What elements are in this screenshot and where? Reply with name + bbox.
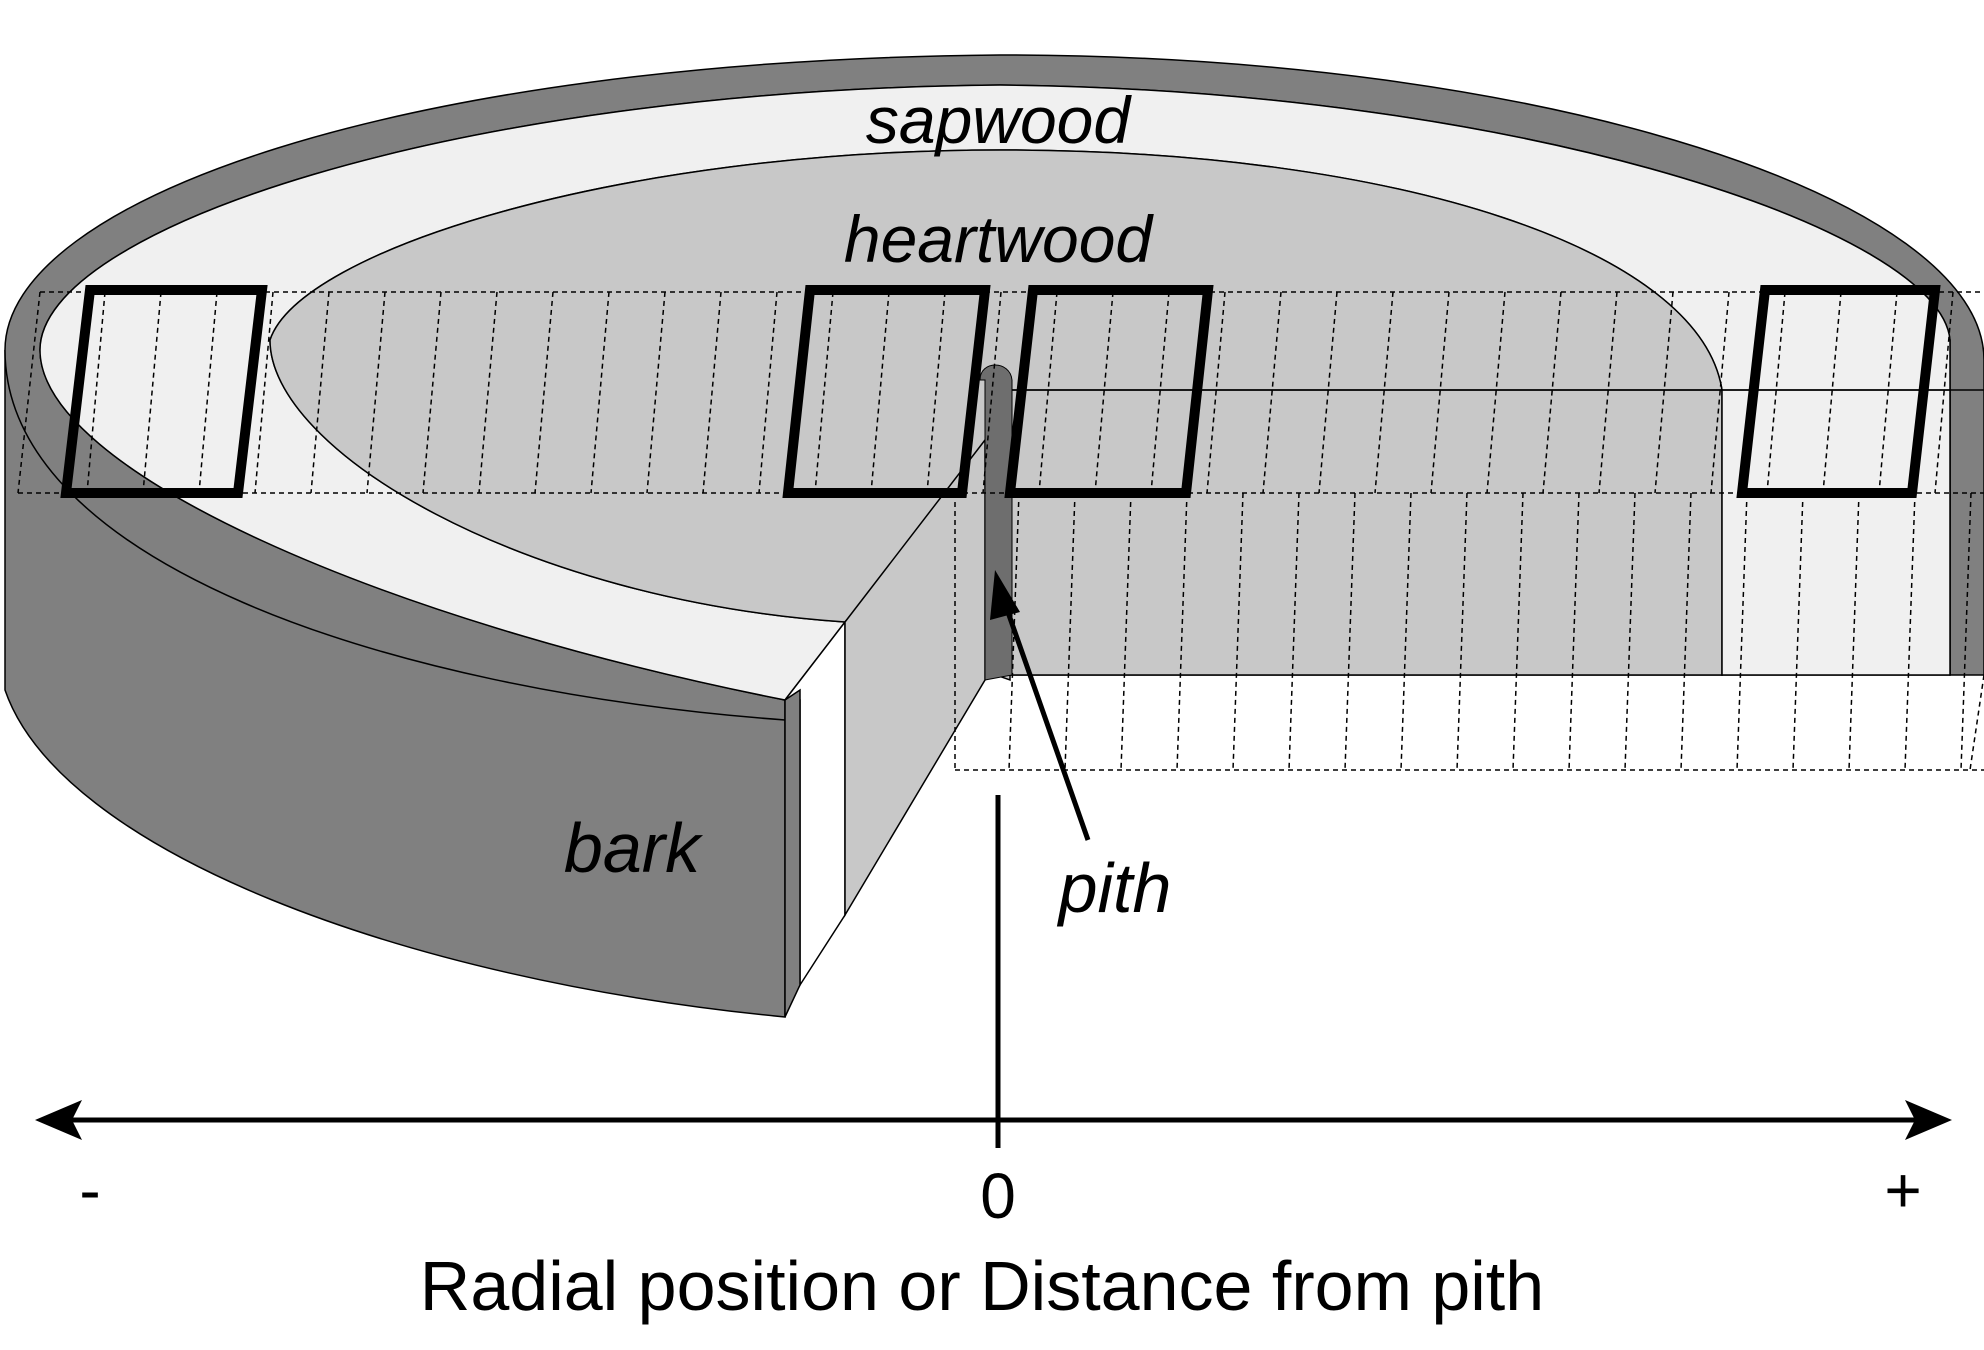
ring-division-line — [1512, 492, 1524, 771]
ring-division-line — [1822, 291, 1842, 494]
sample-box-3 — [1004, 285, 1214, 498]
ring-division-line — [1120, 492, 1132, 771]
ring-division-line — [1400, 492, 1412, 771]
ring-division-line — [1430, 291, 1450, 494]
ring-division-line — [310, 291, 330, 494]
pith-pointer-arrowhead — [990, 570, 1020, 620]
strip-front-sapwood — [1721, 389, 1951, 676]
sample-boxes — [60, 285, 1941, 498]
ring-division-line — [86, 291, 106, 494]
ring-division-line — [366, 291, 386, 494]
ring-division-line — [1176, 492, 1188, 771]
ring-division-line — [1456, 492, 1468, 771]
ring-division-line — [1094, 291, 1114, 494]
ring-division-line — [1288, 492, 1300, 771]
ring-division-line — [1038, 291, 1058, 494]
ring-division-line — [1654, 291, 1674, 494]
ring-division-line — [1904, 492, 1916, 771]
ring-division-line — [1736, 492, 1748, 771]
ring-division-line — [926, 291, 946, 494]
ring-division-line — [1542, 291, 1562, 494]
ring-division-line — [1064, 492, 1076, 771]
sample-strip-dashed-outline — [17, 291, 1984, 771]
ring-division-line — [1232, 492, 1244, 771]
axis-plus-label: + — [1884, 1154, 1921, 1226]
axis-left-arrowhead — [35, 1100, 82, 1140]
ring-division-line — [1792, 492, 1804, 771]
ring-division-line — [142, 291, 162, 494]
ring-division-line — [758, 291, 778, 494]
sample-box-1 — [60, 285, 268, 498]
ring-division-line — [1486, 291, 1506, 494]
sample-box-4 — [1736, 285, 1941, 498]
ring-division-line — [1934, 291, 1954, 494]
ring-division-line — [1598, 291, 1618, 494]
pith-label: pith — [1057, 849, 1172, 927]
sample-box-2 — [782, 285, 991, 498]
ring-divisions-front — [1008, 492, 1972, 771]
ring-division-line — [1206, 291, 1226, 494]
ring-division-line — [1848, 492, 1860, 771]
ring-division-line — [1766, 291, 1786, 494]
heartwood-label: heartwood — [844, 202, 1155, 276]
ring-division-line — [702, 291, 722, 494]
ring-division-line — [1374, 291, 1394, 494]
axis-title: Radial position or Distance from pith — [420, 1247, 1544, 1325]
ring-division-line — [870, 291, 890, 494]
ring-division-line — [1710, 291, 1730, 494]
ring-division-line — [814, 291, 834, 494]
ring-division-line — [982, 291, 1002, 494]
pith-pointer-line — [1000, 597, 1091, 841]
ring-division-line — [254, 291, 274, 494]
ring-division-line — [1960, 492, 1972, 771]
ring-division-line — [646, 291, 666, 494]
axis-zero-label: 0 — [980, 1160, 1016, 1232]
strip-front-heartwood — [1009, 389, 1723, 676]
cut-face-bark — [784, 688, 801, 1018]
axis-right-arrowhead — [1905, 1100, 1952, 1140]
pith — [979, 364, 1013, 681]
ring-division-line — [1344, 492, 1356, 771]
bark-label: bark — [564, 809, 703, 887]
ring-division-line — [1624, 492, 1636, 771]
sapwood-label: sapwood — [866, 83, 1132, 157]
ring-division-line — [534, 291, 554, 494]
ring-division-line — [1568, 492, 1580, 771]
ring-division-line — [478, 291, 498, 494]
ring-division-line — [422, 291, 442, 494]
ring-division-line — [1878, 291, 1898, 494]
ring-division-line — [1318, 291, 1338, 494]
ring-division-line — [1150, 291, 1170, 494]
axis-minus-label: - — [79, 1154, 100, 1226]
ring-divisions-top — [86, 291, 1954, 494]
ring-division-line — [590, 291, 610, 494]
ring-division-line — [198, 291, 218, 494]
ring-division-line — [1262, 291, 1282, 494]
ring-division-line — [1680, 492, 1692, 771]
